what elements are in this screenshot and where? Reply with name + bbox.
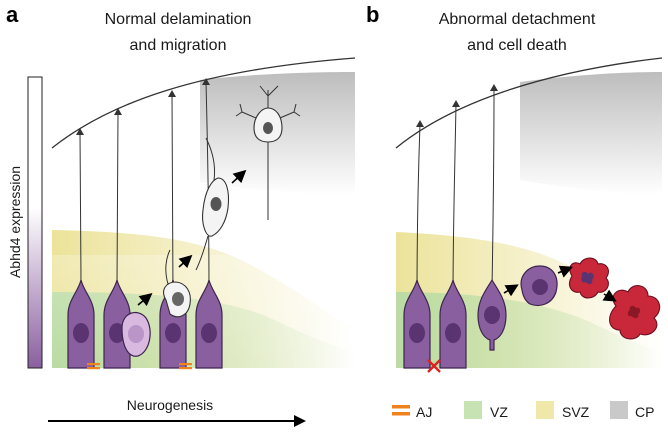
- svz-swatch: [536, 401, 554, 419]
- delaminating-nucleus: [172, 292, 184, 306]
- dying-cells: [569, 257, 661, 340]
- expression-gradient-bar: [27, 76, 43, 369]
- legend-label-svz: SVZ: [562, 404, 590, 420]
- legend-label-cp: CP: [635, 404, 654, 420]
- aj-marker: [179, 363, 192, 366]
- arrow-icon: [137, 292, 153, 307]
- panel-a-title-line1: Normal delamination: [105, 11, 252, 28]
- gradient-bar-label: Abhd4 expression: [7, 166, 23, 278]
- panel-a-title-line2: and migration: [130, 37, 227, 54]
- cp-zone-b: [520, 72, 662, 195]
- progenitor-nucleus: [165, 323, 181, 343]
- radial-fibers-b: [416, 87, 495, 299]
- radial-glia-cells-b: [403, 265, 558, 369]
- fragmented-nucleus: [581, 271, 594, 285]
- legend-item-svz: SVZ: [536, 401, 590, 420]
- panel-a: a Normal delamination and migration Abhd…: [6, 2, 356, 370]
- cp-swatch: [610, 401, 628, 419]
- legend-item-vz: VZ: [464, 401, 508, 420]
- axis-arrow-icon: [294, 415, 306, 427]
- panel-b-title-line2: and cell death: [467, 37, 567, 54]
- fragmented-nucleus: [627, 305, 641, 319]
- panel-b-letter: b: [366, 2, 379, 27]
- arrow-icon: [503, 284, 519, 297]
- migrating-neuron-processes: [195, 137, 215, 271]
- migrating-neuron-nucleus: [210, 197, 222, 211]
- progenitor-nucleus: [532, 279, 548, 295]
- legend-item-aj: AJ: [392, 404, 432, 420]
- endfeet-b: [416, 84, 498, 127]
- legend-label-vz: VZ: [490, 404, 508, 420]
- aj-marker: [87, 363, 100, 366]
- lost-junction-cross-icon: [427, 359, 441, 373]
- pial-surface-b: [395, 57, 663, 149]
- progenitor-nucleus: [445, 323, 461, 343]
- aj-marker: [87, 367, 100, 370]
- aj-swatch: [392, 412, 410, 416]
- daughter-nucleus: [128, 325, 144, 343]
- arrow-icon: [602, 289, 617, 302]
- neurogenesis-axis: Neurogenesis: [48, 397, 306, 427]
- progenitor-nucleus: [109, 323, 125, 343]
- legend-item-cp: CP: [610, 401, 654, 420]
- legend: AJ VZ SVZ CP: [392, 401, 654, 420]
- endfeet-a: [76, 78, 210, 135]
- arrow-icon: [178, 254, 193, 269]
- progenitor-nucleus: [73, 323, 89, 343]
- aj-marker: [179, 367, 192, 370]
- arrow-icon: [557, 265, 573, 278]
- legend-label-aj: AJ: [416, 404, 432, 420]
- panel-b-title-line1: Abnormal detachment: [439, 11, 596, 28]
- mature-neuron: [235, 85, 301, 220]
- migration-arrows-b: [503, 265, 617, 302]
- pial-surface-a: [51, 57, 356, 149]
- aj-swatch: [392, 405, 410, 409]
- leading-process: [165, 249, 171, 285]
- adherens-junctions-a: [87, 363, 192, 370]
- progenitor-nucleus: [201, 323, 217, 343]
- progenitor-nucleus: [484, 306, 500, 324]
- migration-arrows-a: [137, 169, 247, 307]
- vz-swatch: [464, 401, 482, 419]
- axis-label: Neurogenesis: [127, 397, 213, 413]
- panel-a-letter: a: [6, 2, 19, 27]
- progenitor-nucleus: [409, 323, 425, 343]
- arrow-icon: [231, 169, 247, 184]
- panel-b: b Abnormal detachment and cell death: [366, 2, 663, 373]
